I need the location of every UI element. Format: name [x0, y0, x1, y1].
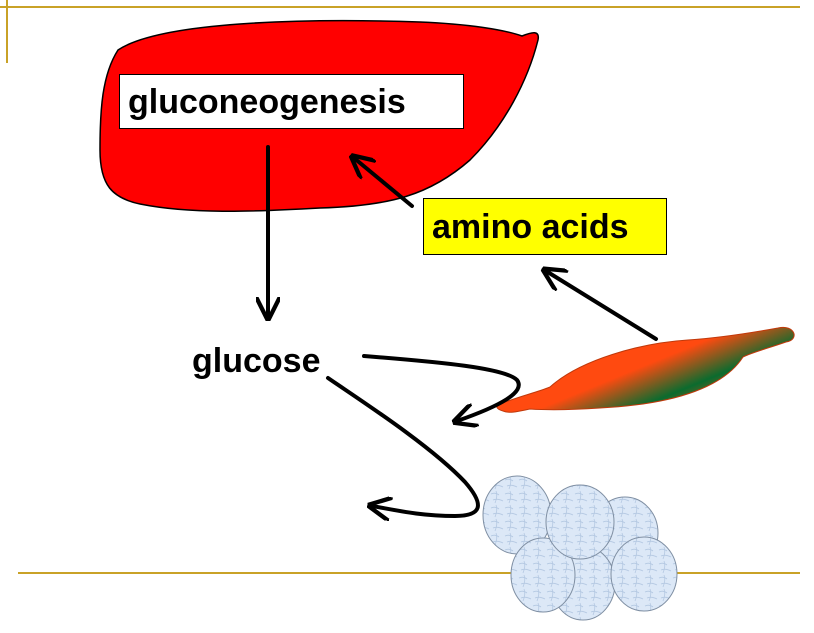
- glucose-to-muscle-arrow: [362, 354, 521, 421]
- muscle-to-amino-acids-arrow: [546, 271, 658, 341]
- fat-cell: [610, 536, 678, 612]
- glucose-to-fat-arrow: [326, 376, 480, 516]
- muscle-icon: [496, 326, 795, 413]
- fat-cell: [510, 537, 576, 613]
- fat-cell: [545, 484, 615, 560]
- amino-acids-to-liver-arrow: [354, 158, 414, 208]
- glucose-label: glucose: [192, 342, 321, 380]
- gluconeogenesis-label: gluconeogenesis: [119, 74, 464, 129]
- amino-acids-label: amino acids: [423, 198, 667, 255]
- fat-cells-icon: [482, 475, 678, 621]
